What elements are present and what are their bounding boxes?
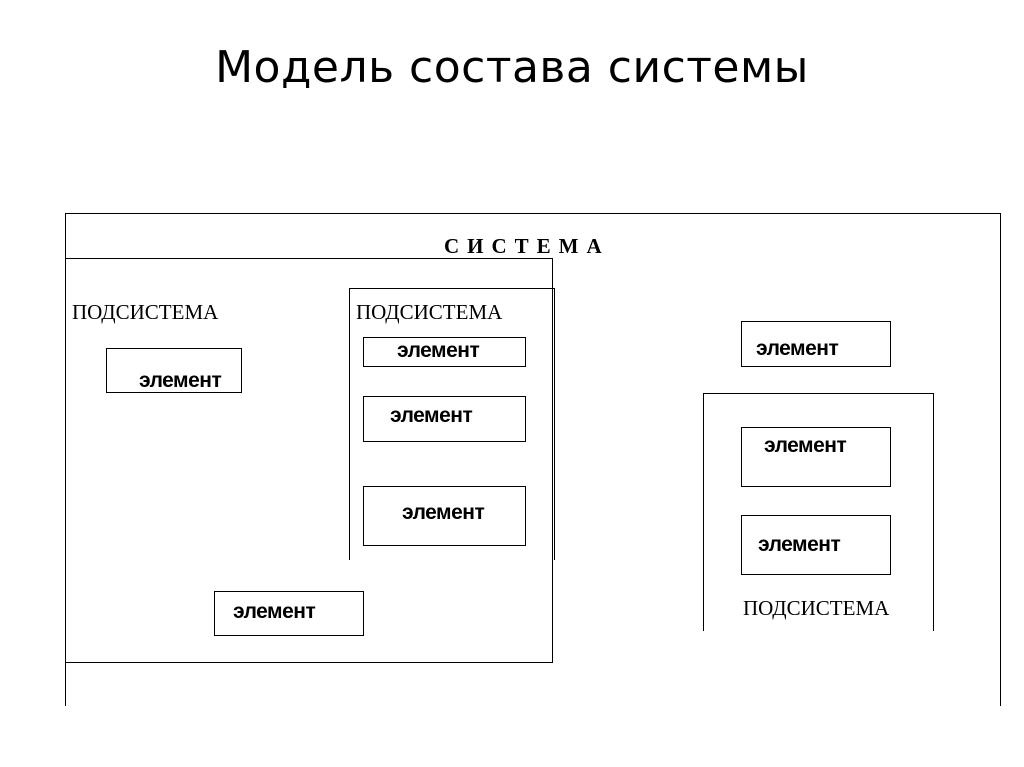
element-box: элемент bbox=[363, 396, 526, 442]
element-box: элемент bbox=[741, 427, 891, 487]
right-subsystem-box bbox=[703, 393, 934, 631]
element-box: элемент bbox=[214, 591, 364, 636]
element-box: элемент bbox=[106, 348, 242, 393]
element-label: элемент bbox=[402, 501, 485, 524]
element-box: элемент bbox=[741, 321, 891, 367]
left-subsystem-box bbox=[65, 258, 553, 663]
inner-subsystem-box bbox=[349, 288, 555, 560]
element-box: элемент bbox=[363, 337, 526, 367]
right-subsystem-label: ПОДСИСТЕМА bbox=[743, 596, 890, 620]
element-box: элемент bbox=[363, 486, 526, 546]
element-label: элемент bbox=[397, 339, 480, 362]
element-box: элемент bbox=[741, 515, 891, 575]
element-label: элемент bbox=[758, 533, 841, 556]
inner-subsystem-label: ПОДСИСТЕМА bbox=[356, 300, 503, 324]
element-label: элемент bbox=[233, 600, 316, 623]
element-label: элемент bbox=[756, 337, 839, 360]
slide-title: Модель состава системы bbox=[215, 42, 809, 93]
element-label: элемент bbox=[764, 434, 847, 457]
left-subsystem-label: ПОДСИСТЕМА bbox=[72, 300, 219, 324]
element-label: элемент bbox=[390, 404, 473, 427]
system-label: СИСТЕМА bbox=[444, 234, 610, 258]
element-label: элемент bbox=[139, 369, 222, 392]
